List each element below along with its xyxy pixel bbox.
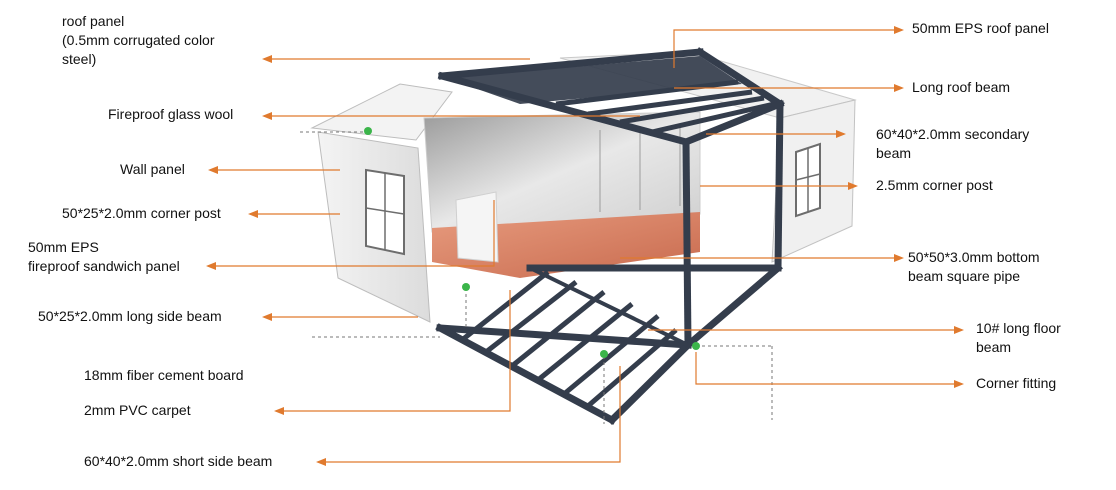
label-line: 60*40*2.0mm secondary <box>876 126 1030 142</box>
label-line: 2.5mm corner post <box>876 177 993 193</box>
label-line: Corner fitting <box>976 375 1057 391</box>
label-short-side-beam: 60*40*2.0mm short side beam <box>84 452 272 471</box>
arrowhead-corner-post-small <box>248 210 258 218</box>
label-line: beam <box>976 339 1012 355</box>
label-line: roof panel <box>62 13 125 29</box>
label-eps-roof-panel: 50mm EPS roof panel <box>912 19 1049 38</box>
label-line: Wall panel <box>120 161 185 177</box>
label-line: Long roof beam <box>912 79 1011 95</box>
arrowhead-corner-post-large <box>848 182 858 190</box>
label-line: 50*25*2.0mm corner post <box>62 205 221 221</box>
arrowhead-bottom-beam <box>894 254 904 262</box>
arrowhead-long-side-beam <box>262 313 272 321</box>
marker-corner-fitting <box>692 342 700 350</box>
marker-floor-front <box>600 350 608 358</box>
leader-arrowheads <box>206 26 964 466</box>
label-line: 2mm PVC carpet <box>84 402 191 418</box>
floor-secondary-beams <box>460 266 689 408</box>
label-line: beam square pipe <box>908 268 1021 284</box>
label-line: 18mm fiber cement board <box>84 367 244 383</box>
label-secondary-beam: 60*40*2.0mm secondary beam <box>876 125 1029 163</box>
label-line: Fireproof glass wool <box>108 106 234 122</box>
arrowhead-eps-roof-panel <box>894 26 904 34</box>
label-line: 10# long floor <box>976 320 1061 336</box>
arrowhead-roof-panel <box>262 55 272 63</box>
label-wall-panel: Wall panel <box>120 160 185 179</box>
label-line: (0.5mm corrugated color <box>62 32 215 48</box>
arrowhead-short-side-beam <box>316 458 326 466</box>
leader-corner-fitting <box>695 352 962 385</box>
arrowhead-corner-fitting <box>954 380 964 388</box>
right-window <box>795 142 821 218</box>
label-line: 50mm EPS <box>28 239 99 255</box>
roof-secondary-beams <box>555 79 775 135</box>
label-line: 50*50*3.0mm bottom <box>908 249 1040 265</box>
marker-roof-corner <box>364 127 372 135</box>
leader-lines <box>208 29 962 463</box>
label-corner-post-large: 2.5mm corner post <box>876 176 993 195</box>
guide-dotted-lines <box>300 131 773 424</box>
label-line: fireproof sandwich panel <box>28 258 180 274</box>
arrowhead-pvc-carpet <box>274 407 284 415</box>
label-corner-fitting: Corner fitting <box>976 374 1056 393</box>
label-long-floor-beam: 10# long floor beam <box>976 319 1061 357</box>
label-line: steel) <box>62 51 97 67</box>
marker-floor-left <box>462 283 470 291</box>
interior-partition <box>455 191 499 263</box>
label-eps-sandwich-panel: 50mm EPS fireproof sandwich panel <box>28 238 180 276</box>
leader-eps-roof-panel <box>673 29 902 68</box>
label-pvc-carpet: 2mm PVC carpet <box>84 401 191 420</box>
label-bottom-beam: 50*50*3.0mm bottom beam square pipe <box>908 248 1040 286</box>
leader-eps-sandwich-panel <box>208 200 495 267</box>
label-fireproof-glass-wool: Fireproof glass wool <box>108 105 233 124</box>
label-corner-post-small: 50*25*2.0mm corner post <box>62 204 221 223</box>
label-long-roof-beam: Long roof beam <box>912 78 1010 97</box>
left-roof-panel <box>310 83 453 141</box>
label-line: beam <box>876 145 912 161</box>
label-long-side-beam: 50*25*2.0mm long side beam <box>38 307 222 326</box>
label-line: 50mm EPS roof panel <box>912 20 1049 36</box>
leader-short-side-beam <box>318 366 621 463</box>
arrowhead-secondary-beam <box>836 130 846 138</box>
house-illustration <box>300 47 857 425</box>
label-roof-panel: roof panel (0.5mm corrugated color steel… <box>62 12 215 69</box>
arrowhead-wall-panel <box>208 166 218 174</box>
label-line: 60*40*2.0mm short side beam <box>84 453 273 469</box>
roof-slab <box>446 56 742 104</box>
left-window <box>365 168 405 256</box>
leader-pvc-carpet <box>276 290 511 412</box>
arrowhead-fireproof-glass-wool <box>262 112 272 120</box>
arrowhead-eps-sandwich-panel <box>206 262 216 270</box>
green-markers <box>364 127 700 358</box>
label-line: 50*25*2.0mm long side beam <box>38 308 222 324</box>
arrowhead-long-roof-beam <box>894 84 904 92</box>
pvc-carpet-floor <box>432 212 700 278</box>
arrowhead-long-floor-beam <box>954 326 964 334</box>
label-fiber-cement-board: 18mm fiber cement board <box>84 366 244 385</box>
